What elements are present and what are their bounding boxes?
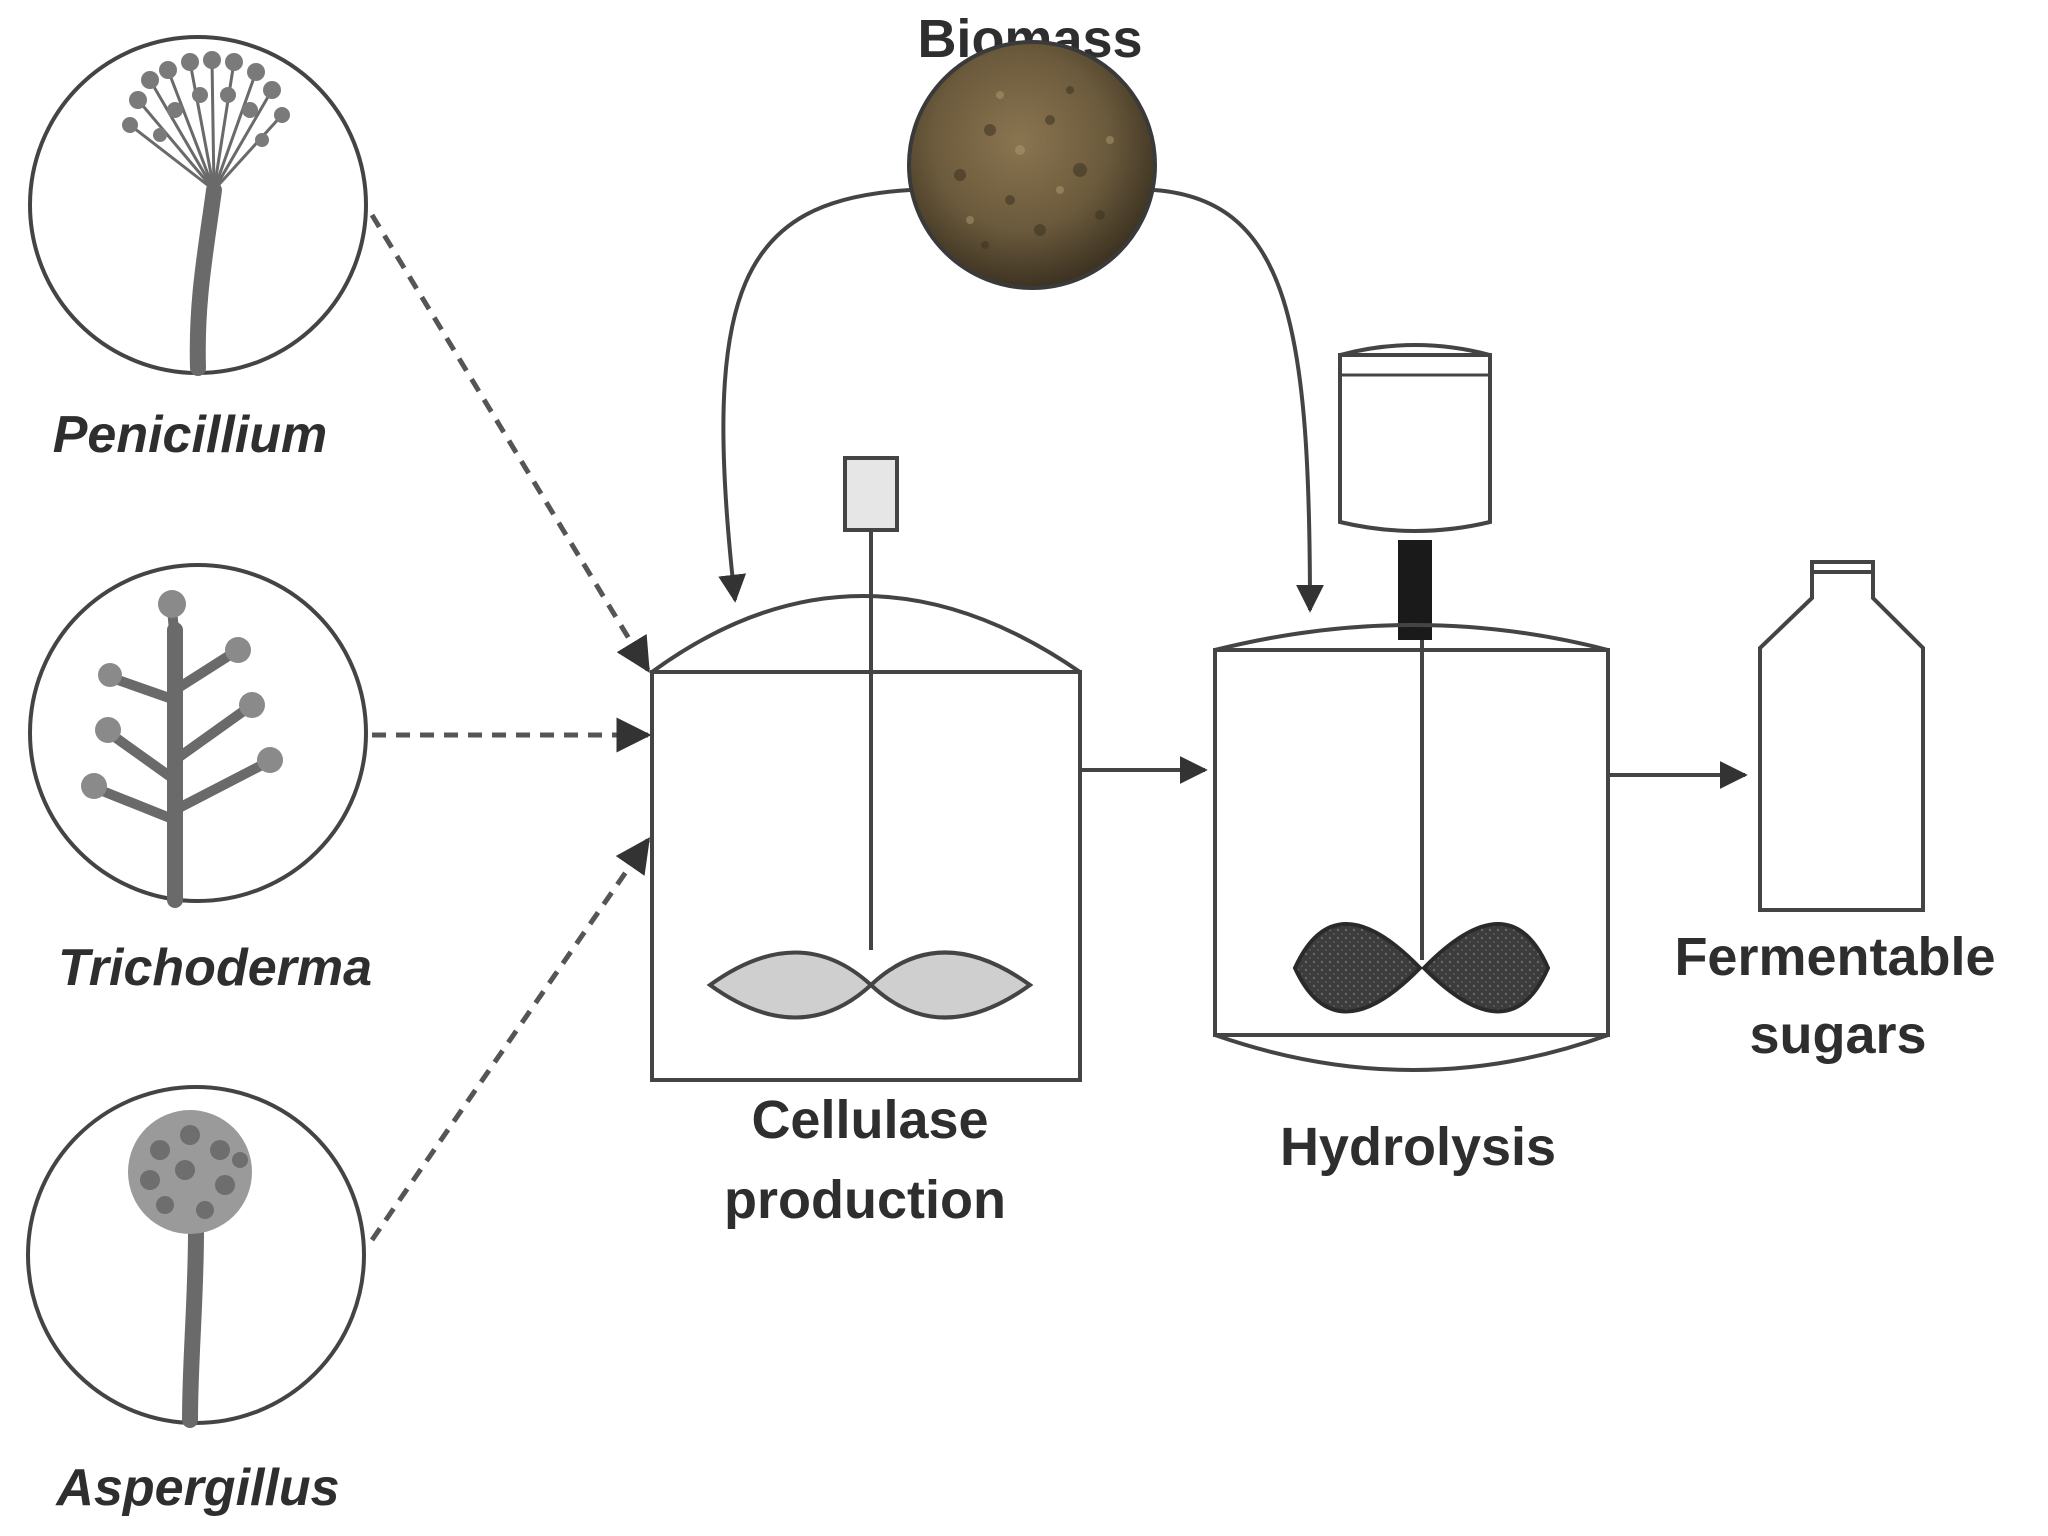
cellulase-vessel: [650, 594, 1082, 1082]
aspergillus-icon: [128, 1110, 252, 1428]
hydrolysis-label: Hydrolysis: [1280, 1117, 1556, 1177]
penicillium-circle: [28, 35, 368, 376]
trichoderma-circle: [28, 563, 368, 908]
trichoderma-icon: [81, 590, 283, 908]
sugars-label-line1: Fermentable: [1674, 927, 1995, 987]
sugars-bottle-icon: [1758, 560, 1925, 912]
organism-label-penicillium: Penicillium: [53, 406, 328, 464]
hydrolysis-vessel: [1213, 623, 1610, 1072]
cellulase-impeller: [706, 950, 1034, 1020]
biomass-feed-lines: [718, 188, 1324, 613]
cellulase-label-line2: production: [724, 1170, 1006, 1230]
hydrolysis-impeller: [1292, 922, 1551, 1014]
cellulase-motor: [843, 456, 899, 950]
organism-label-trichoderma: Trichoderma: [58, 939, 372, 997]
inoculum-arrows: [369, 213, 652, 1242]
hydrolysis-motor: [1338, 343, 1492, 640]
aspergillus-circle: [26, 1085, 366, 1428]
biomass-image: [907, 40, 1157, 290]
penicillium-icon: [122, 51, 290, 376]
sugars-label-line2: sugars: [1749, 1005, 1926, 1065]
cellulase-label-line1: Cellulase: [751, 1090, 988, 1150]
organism-label-aspergillus: Aspergillus: [54, 1459, 339, 1517]
